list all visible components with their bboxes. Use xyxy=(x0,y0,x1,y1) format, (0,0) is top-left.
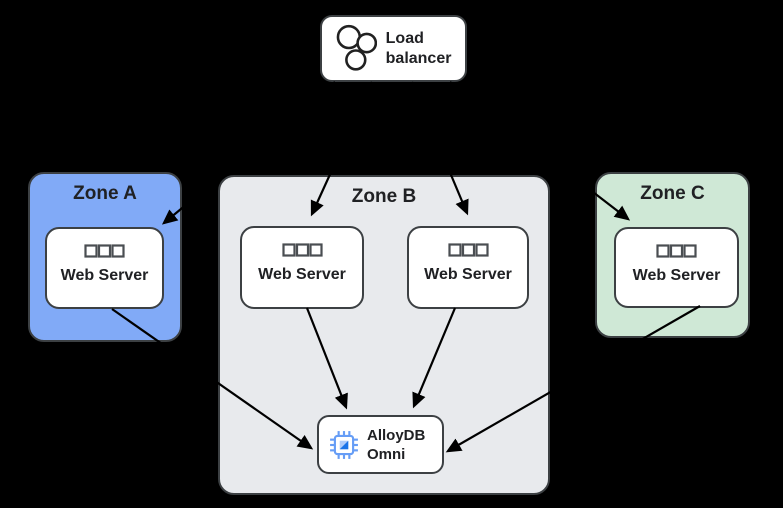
server-rack-icon xyxy=(84,244,125,258)
zone-a: Zone A Web Server xyxy=(28,172,182,342)
web-server-label: Web Server xyxy=(632,267,721,284)
alloydb-omni-node: AlloyDB Omni xyxy=(317,415,444,474)
zone-c-title: Zone C xyxy=(640,183,705,204)
load-balancer-icon xyxy=(336,24,377,71)
web-server-label: Web Server xyxy=(424,266,512,283)
web-server-zone-a: Web Server xyxy=(45,227,164,309)
web-server-label: Web Server xyxy=(60,267,149,284)
server-rack-icon xyxy=(447,243,489,257)
load-balancer-label: Load balancer xyxy=(385,29,452,67)
chip-icon xyxy=(330,430,358,459)
server-rack-icon xyxy=(281,243,323,257)
zone-b: Zone B Web Server Web Server xyxy=(218,175,550,495)
server-rack-icon xyxy=(656,244,697,258)
web-server-zone-b-2: Web Server xyxy=(407,226,529,309)
zone-c: Zone C Web Server xyxy=(595,172,750,338)
web-server-zone-b-1: Web Server xyxy=(240,226,364,309)
zone-b-title: Zone B xyxy=(351,186,417,207)
zone-a-title: Zone A xyxy=(73,183,137,204)
web-server-zone-c: Web Server xyxy=(614,227,739,308)
web-server-label: Web Server xyxy=(258,266,346,283)
load-balancer-node: Load balancer xyxy=(320,15,467,82)
alloydb-omni-label: AlloyDB Omni xyxy=(367,426,426,463)
